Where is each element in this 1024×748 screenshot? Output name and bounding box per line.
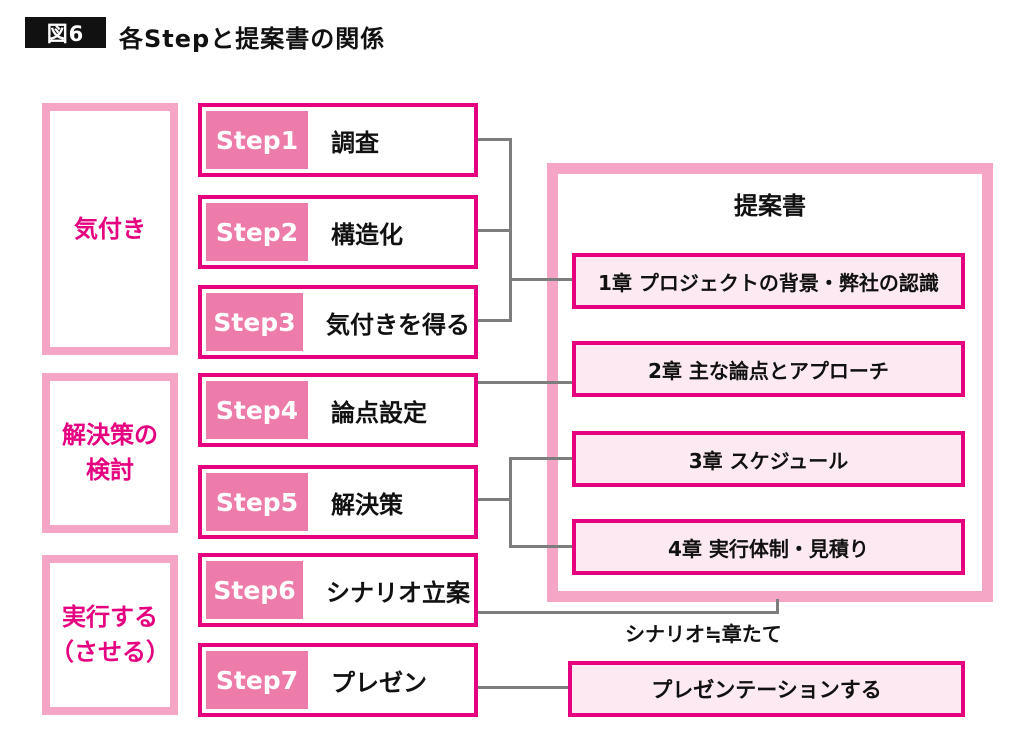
step-box-2: Step2 構造化 <box>198 195 478 269</box>
presentation-action-box: プレゼンテーションする <box>568 661 965 717</box>
chapter-box-3: 3章 スケジュール <box>572 431 965 487</box>
phase-box-execute: 実行する （させる） <box>42 555 178 715</box>
step-box-6: Step6 シナリオ立案 <box>198 553 478 627</box>
step-tag-6: Step6 <box>206 561 303 619</box>
step-box-1: Step1 調査 <box>198 103 478 177</box>
phase-box-solution-study: 解決策の 検討 <box>42 373 178 533</box>
connector-step1-stub <box>478 138 512 141</box>
proposal-title: 提案書 <box>734 192 806 220</box>
step-box-7: Step7 プレゼン <box>198 643 478 717</box>
step-tag-5: Step5 <box>206 473 308 531</box>
step-box-4: Step4 論点設定 <box>198 373 478 447</box>
connector-step7-to-presentation <box>478 686 570 689</box>
figure-title: 各Stepと提案書の関係 <box>119 25 386 53</box>
step-tag-3: Step3 <box>206 293 303 351</box>
chapter-box-2: 2章 主な論点とアプローチ <box>572 341 965 397</box>
phase-box-awareness: 気付き <box>42 103 178 355</box>
connector-to-chapter3 <box>509 457 574 460</box>
step-name-1: 調査 <box>331 128 379 157</box>
step-name-2: 構造化 <box>331 220 403 249</box>
connector-steps123-vertical <box>509 138 512 322</box>
step-tag-1: Step1 <box>206 111 308 169</box>
scenario-chapter-note: シナリオ≒章たて <box>625 622 782 646</box>
connector-step5-stub <box>478 498 512 501</box>
step-box-3: Step3 気付きを得る <box>198 285 478 359</box>
connector-step3-stub <box>478 319 512 322</box>
chapter-box-1: 1章 プロジェクトの背景・弊社の認識 <box>572 253 965 309</box>
connector-step6-vertical <box>776 599 779 614</box>
figure-number-badge: 図6 <box>25 17 106 48</box>
step-name-4: 論点設定 <box>331 398 427 427</box>
connector-to-chapter4 <box>509 545 574 548</box>
connector-step5-vertical <box>509 457 512 548</box>
step-tag-4: Step4 <box>206 381 308 439</box>
connector-step6-horizontal <box>478 611 779 614</box>
connector-step4-to-chapter2 <box>478 381 574 384</box>
step-name-6: シナリオ立案 <box>326 578 470 607</box>
step-box-5: Step5 解決策 <box>198 465 478 539</box>
connector-step2-stub <box>478 229 512 232</box>
step-name-5: 解決策 <box>331 490 403 519</box>
connector-to-chapter1 <box>509 278 574 281</box>
step-tag-2: Step2 <box>206 203 308 261</box>
chapter-box-4: 4章 実行体制・見積り <box>572 519 965 575</box>
step-name-3: 気付きを得る <box>326 310 470 339</box>
step-name-7: プレゼン <box>331 668 427 697</box>
step-tag-7: Step7 <box>206 651 308 709</box>
